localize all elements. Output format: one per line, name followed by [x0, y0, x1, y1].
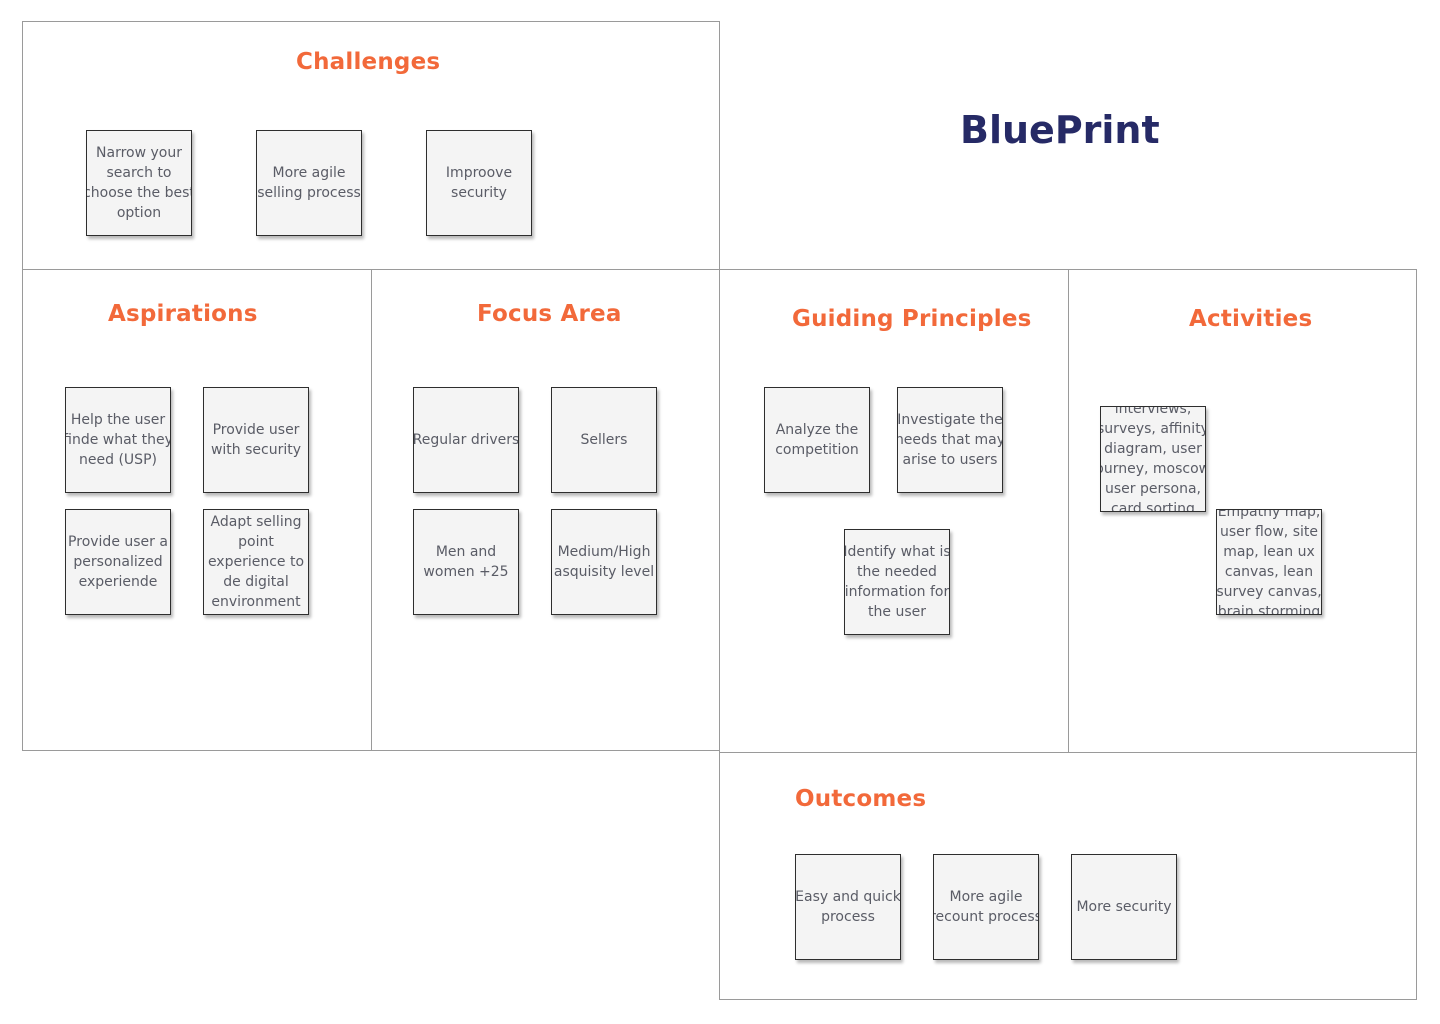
note-text: Investigate the needs that may arise to … [897, 412, 1003, 468]
outcomes-title: Outcomes [795, 786, 927, 812]
note-text: Narrow your search to choose the best op… [86, 145, 192, 221]
sticky-note[interactable]: Regular drivers [413, 387, 519, 493]
sticky-note[interactable]: Adapt selling point experience to de dig… [203, 509, 309, 615]
sticky-note[interactable]: Men and women +25 [413, 509, 519, 615]
sticky-note[interactable]: Empathy map, user flow, site map, lean u… [1216, 509, 1322, 615]
note-text: More agile recount process [933, 889, 1039, 925]
note-text: More agile selling process [257, 165, 361, 201]
note-text: Easy and quick process [795, 889, 901, 925]
sticky-note[interactable]: More security [1071, 854, 1177, 960]
sticky-note[interactable]: Provide user with security [203, 387, 309, 493]
note-text: Provide user a personalized experiende [68, 534, 168, 590]
note-text: Provide user with security [210, 422, 302, 458]
sticky-note[interactable]: Sellers [551, 387, 657, 493]
guiding-principles-panel [719, 269, 1069, 753]
focus-area-title: Focus Area [477, 301, 622, 327]
sticky-note[interactable]: Provide user a personalized experiende [65, 509, 171, 615]
sticky-note[interactable]: Medium/High asquisity level [551, 509, 657, 615]
aspirations-title: Aspirations [108, 301, 258, 327]
sticky-note[interactable]: Help the user finde what they need (USP) [65, 387, 171, 493]
note-text: Help the user finde what they need (USP) [65, 412, 171, 468]
note-text: More security [1076, 899, 1172, 915]
note-text: Regular drivers [413, 432, 519, 448]
note-text: Medium/High asquisity level [553, 544, 655, 580]
challenges-title: Challenges [296, 49, 441, 75]
sticky-note[interactable]: Investigate the needs that may arise to … [897, 387, 1003, 493]
sticky-note[interactable]: More agile recount process [933, 854, 1039, 960]
note-text: Adapt selling point experience to de dig… [207, 514, 305, 610]
note-text: Empathy map, user flow, site map, lean u… [1216, 509, 1322, 615]
note-text: Men and women +25 [423, 544, 509, 580]
sticky-note[interactable]: Identify what is the needed information … [844, 529, 950, 635]
note-text: Analyze the competition [775, 422, 859, 458]
note-text: Improove security [445, 165, 513, 201]
sticky-note[interactable]: Analyze the competition [764, 387, 870, 493]
sticky-note[interactable]: Narrow your search to choose the best op… [86, 130, 192, 236]
activities-title: Activities [1189, 306, 1313, 332]
board-title: BluePrint [960, 108, 1160, 152]
sticky-note[interactable]: More agile selling process [256, 130, 362, 236]
guiding-principles-title: Guiding Principles [792, 306, 1032, 332]
note-text: interviews, surveys, affinity diagram, u… [1100, 406, 1206, 512]
sticky-note[interactable]: interviews, surveys, affinity diagram, u… [1100, 406, 1206, 512]
sticky-note[interactable]: Easy and quick process [795, 854, 901, 960]
note-text: Sellers [580, 432, 628, 448]
note-text: Identify what is the needed information … [844, 544, 950, 620]
sticky-note[interactable]: Improove security [426, 130, 532, 236]
